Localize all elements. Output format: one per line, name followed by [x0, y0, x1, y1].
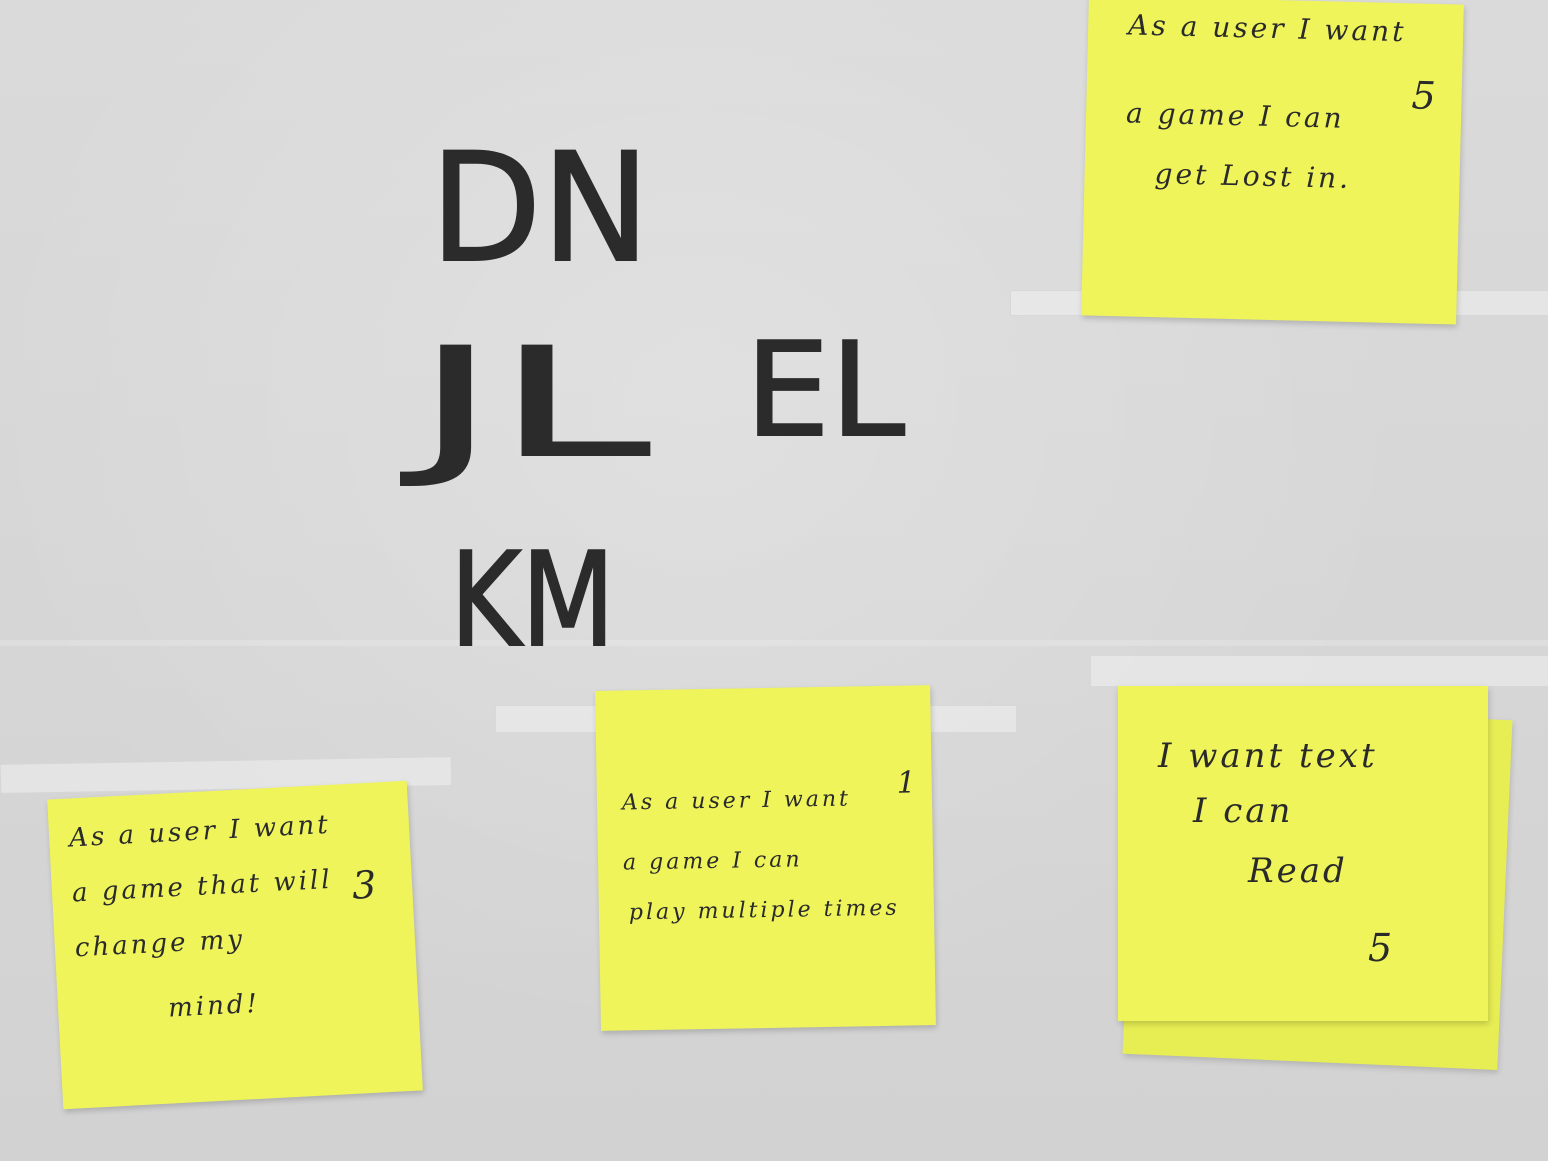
- note-line: mind!: [167, 988, 261, 1024]
- note-line: I want text: [1158, 736, 1378, 776]
- story-points: 5: [1368, 926, 1393, 970]
- note-line: As a user I want: [1127, 8, 1407, 49]
- story-points: 3: [350, 862, 378, 908]
- note-line: a game that will: [71, 864, 334, 909]
- initials-el: EL: [745, 314, 905, 466]
- note-line: As a user I want: [621, 786, 852, 816]
- note-line: change my: [74, 924, 246, 964]
- sticky-note-bottom-right: I want text I can Read 5: [1118, 686, 1488, 1021]
- note-line: a game I can: [1125, 96, 1346, 135]
- sticky-note-top-right: As a user I want a game I can get Lost i…: [1081, 0, 1464, 325]
- initials-jl: JL: [400, 317, 650, 491]
- tape-strip: [1090, 655, 1548, 687]
- sticky-note-bottom-left: As a user I want a game that will change…: [47, 780, 423, 1110]
- note-line: a game I can: [622, 847, 803, 876]
- note-line: get Lost in.: [1154, 157, 1352, 195]
- story-points: 1: [896, 765, 917, 801]
- note-line: Read: [1248, 851, 1348, 891]
- initials-dn: DN: [430, 122, 650, 296]
- initials-km: KM: [450, 524, 615, 676]
- paper-seam: [0, 640, 1548, 646]
- sticky-note-bottom-middle: As a user I want a game I can play multi…: [595, 685, 936, 1031]
- note-line: As a user I want: [68, 809, 332, 854]
- handwritten-initials: DN JL EL KM: [400, 121, 906, 677]
- note-line: I can: [1193, 791, 1294, 831]
- note-line: play multiple times: [628, 895, 900, 926]
- story-points: 5: [1411, 73, 1437, 118]
